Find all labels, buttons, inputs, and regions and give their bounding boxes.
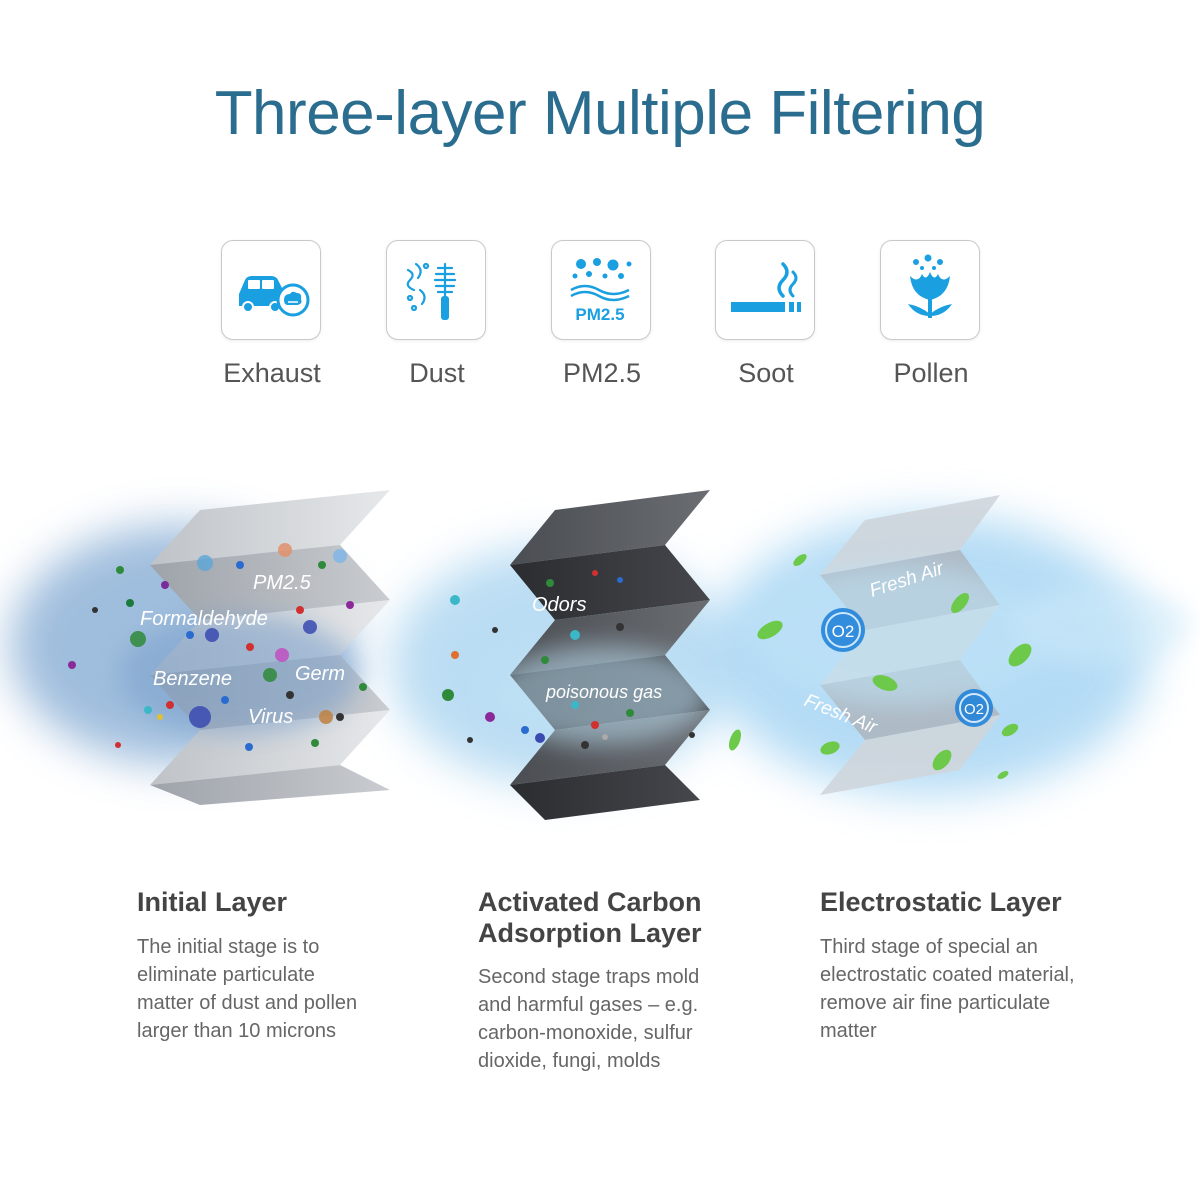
page-title: Three-layer Multiple Filtering <box>214 79 986 148</box>
pm25-icon-text: PM2.5 <box>575 305 624 324</box>
filter2-label-odors: Odors <box>532 594 586 616</box>
pollutant-label-soot: Soot <box>738 358 794 388</box>
pollutant-label-dust: Dust <box>409 358 465 388</box>
car-exhaust-icon <box>239 276 310 317</box>
carbon-layer-description: Second stage traps mold and harmful gase… <box>478 966 700 1072</box>
filter1-label-pm25: PM2.5 <box>253 572 312 594</box>
o2-label-left: O2 <box>832 622 855 641</box>
cigarette-smoke-icon <box>731 262 801 312</box>
filter1-label-benzene: Benzene <box>153 668 232 690</box>
pollutant-particles <box>68 543 695 751</box>
initial-layer-description: The initial stage is to eliminate partic… <box>137 936 358 1042</box>
electrostatic-layer-title: Electrostatic Layer <box>820 887 1062 917</box>
fresh-leaves <box>728 554 1032 779</box>
filter2-label-poisonous-gas: poisonous gas <box>545 682 662 702</box>
pm25-particles-icon: PM2.5 <box>570 258 632 324</box>
filter1-label-virus: Virus <box>248 706 293 728</box>
filter1-label-germ: Germ <box>295 663 345 685</box>
filter-layers-illustration: PM2.5 Formaldehyde Benzene Germ Virus Od… <box>10 490 1190 820</box>
pollutant-label-pollen: Pollen <box>893 358 969 388</box>
dust-icon-box <box>386 240 486 340</box>
o2-label-right: O2 <box>964 701 984 718</box>
oxygen-bubbles <box>821 608 993 727</box>
pollutant-label-exhaust: Exhaust <box>223 358 321 388</box>
pollutant-label-pm25: PM2.5 <box>562 358 642 388</box>
electrostatic-layer-description: Third stage of special an electrostatic … <box>820 936 1075 1042</box>
initial-layer-title: Initial Layer <box>137 887 288 917</box>
exhaust-icon-box <box>221 240 321 340</box>
airflow-overlay <box>120 565 1190 745</box>
pollen-icon-box <box>880 240 980 340</box>
pm25-icon-box: PM2.5 <box>551 240 651 340</box>
soot-icon-box <box>715 240 815 340</box>
carbon-layer-title: Activated Carbon Adsorption Layer <box>478 887 702 948</box>
filter1-label-formaldehyde: Formaldehyde <box>140 608 268 630</box>
pollen-flower-icon <box>908 254 952 318</box>
dust-brush-icon <box>406 262 457 320</box>
